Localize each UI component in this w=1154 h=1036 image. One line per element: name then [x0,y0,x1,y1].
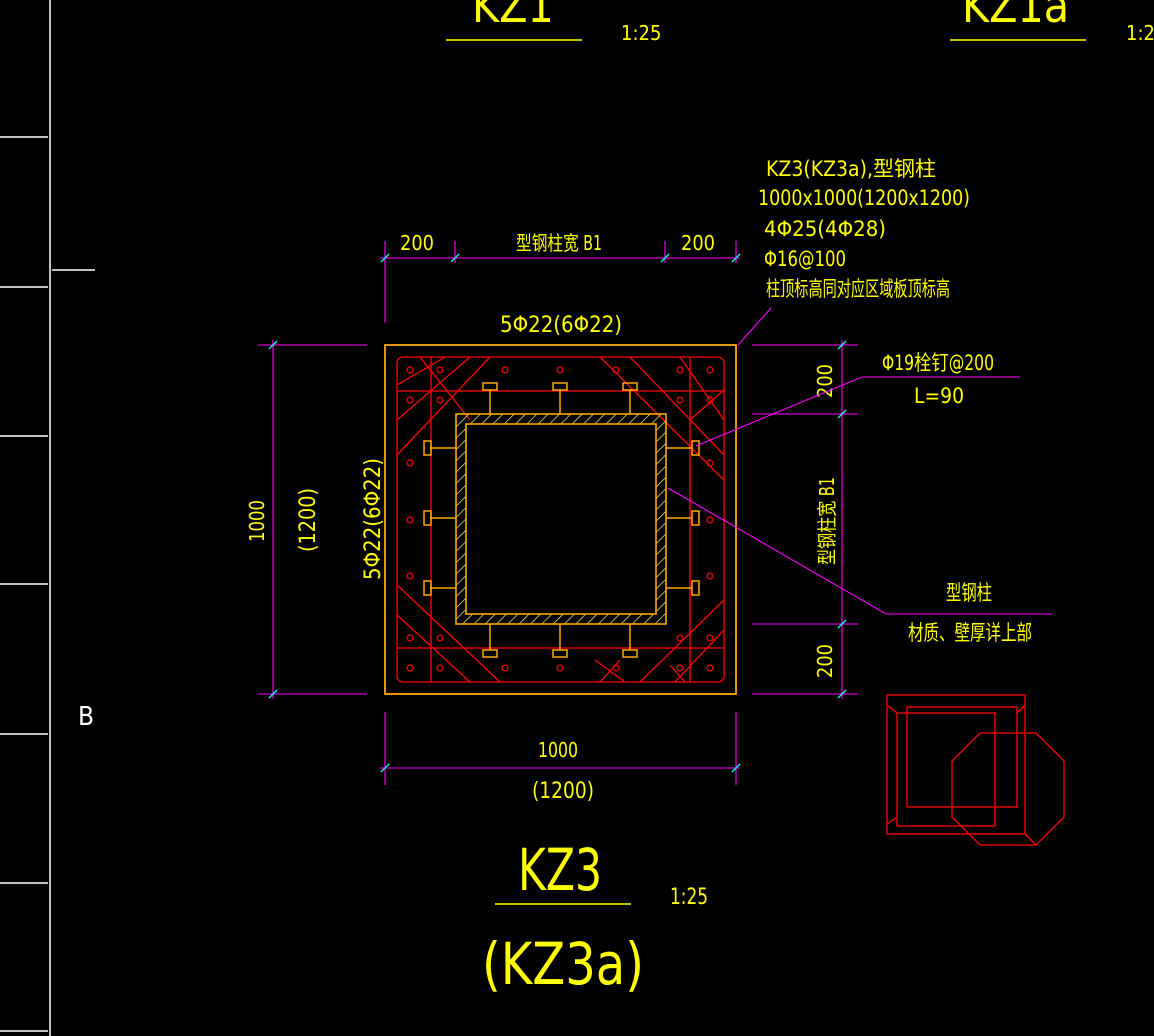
shear-stud-head [423,440,432,456]
leader-lines [667,307,1052,615]
shear-stud-head [622,649,638,658]
rebar-bar [676,396,684,404]
title-kz1-scale: 1:25 [621,21,661,45]
stirrups [396,356,725,683]
callout-steel-line2: 材质、壁厚详上部 [908,621,1032,645]
rebar-bar [706,572,714,580]
callout-column-line2: 1000x1000(1200x1200) [758,186,970,210]
rebar-bar [436,396,444,404]
rebar-bar [436,366,444,374]
shear-stud-head [423,580,432,596]
dim-bottom-size: 1000 [538,738,578,762]
section-title-scale: 1:25 [670,885,708,910]
rebar-bar [676,634,684,642]
title-kz1: KZ1 [472,0,554,33]
concrete-outline [384,344,737,695]
callout-column-line3: 4Φ25(4Φ28) [764,217,886,241]
shear-stud-head [691,580,700,596]
rebar-bar [406,459,414,467]
rebar-bar [436,664,444,672]
shear-stud-head [691,510,700,526]
rebar-bar [436,634,444,642]
shear-studs [423,382,700,658]
shear-stud-head [622,382,638,391]
rebar-bar [706,516,714,524]
callout-column-spec: KZ3(KZ3a),型钢柱 1000x1000(1200x1200) 4Φ25(… [758,157,970,301]
rebar-bar [406,396,414,404]
shear-stud-head [552,649,568,658]
dim-right-mid: 型钢柱宽 B1 [815,477,839,565]
section-title-alt: (KZ3a) [482,930,644,998]
rebar-bar [676,664,684,672]
rebar-bar [706,459,714,467]
rebar-bar [556,664,564,672]
dim-top-right: 200 [681,231,715,255]
rebar-bar [501,664,509,672]
section-title-main: KZ3 [518,836,602,904]
dim-left-size-alt: (1200) [296,488,321,552]
dim-top-bars: 5Φ22(6Φ22) [500,313,622,338]
rebar-bar [406,366,414,374]
dim-left-size: 1000 [245,500,269,542]
rebar-bar [406,572,414,580]
rebar-bar [406,664,414,672]
callout-stud-line1: Φ19栓钉@200 [882,351,994,375]
rebar-bar [706,634,714,642]
rebar-bar [612,664,620,672]
dim-top-left: 200 [400,231,434,255]
title-kz1a-scale: 1:2 [1126,21,1154,45]
steel-section [455,413,667,625]
rebar-bar [406,634,414,642]
rebar-bar [706,664,714,672]
rebar-bar [676,366,684,374]
rebar-bar [556,366,564,374]
callout-stud-line2: L=90 [914,384,964,408]
shear-stud-head [691,440,700,456]
shear-stud-head [482,382,498,391]
dim-right-bot: 200 [813,644,837,678]
dimension-ticks [268,253,847,773]
callout-column-line1: KZ3(KZ3a),型钢柱 [766,157,936,181]
previous-titles: KZ1 1:25 KZ1a 1:2 [446,0,1154,45]
shear-stud-head [423,510,432,526]
rebar-bar [501,366,509,374]
callout-column-line5: 柱顶标高同对应区域板顶标高 [766,277,950,301]
callout-steel-line1: 型钢柱 [946,581,992,605]
dimension-labels: 200 型钢柱宽 B1 200 5Φ22(6Φ22) 1000 (1200) 1… [245,231,839,804]
callout-steel-column: 型钢柱 材质、壁厚详上部 [908,581,1032,645]
shear-stud-head [482,649,498,658]
dimensions [258,241,858,785]
rebar-bar [706,366,714,374]
longitudinal-bars [406,366,714,672]
dim-left-bars: 5Φ22(6Φ22) [361,458,386,580]
rebar-bar [406,516,414,524]
column-section[interactable] [384,344,737,695]
title-block-frame [0,0,95,1036]
section-title: KZ3 (KZ3a) 1:25 [482,836,708,998]
callout-shear-stud: Φ19栓钉@200 L=90 [882,351,994,408]
rebar-bar [706,396,714,404]
title-kz1a: KZ1a [962,0,1069,33]
rebar-bar [612,366,620,374]
stirrup-detail [886,694,1065,846]
dim-bottom-size-alt: (1200) [532,779,594,804]
grid-axis-label: B [78,702,94,732]
callout-column-line4: Φ16@100 [764,247,846,271]
dim-top-mid: 型钢柱宽 B1 [516,231,602,255]
shear-stud-head [552,382,568,391]
